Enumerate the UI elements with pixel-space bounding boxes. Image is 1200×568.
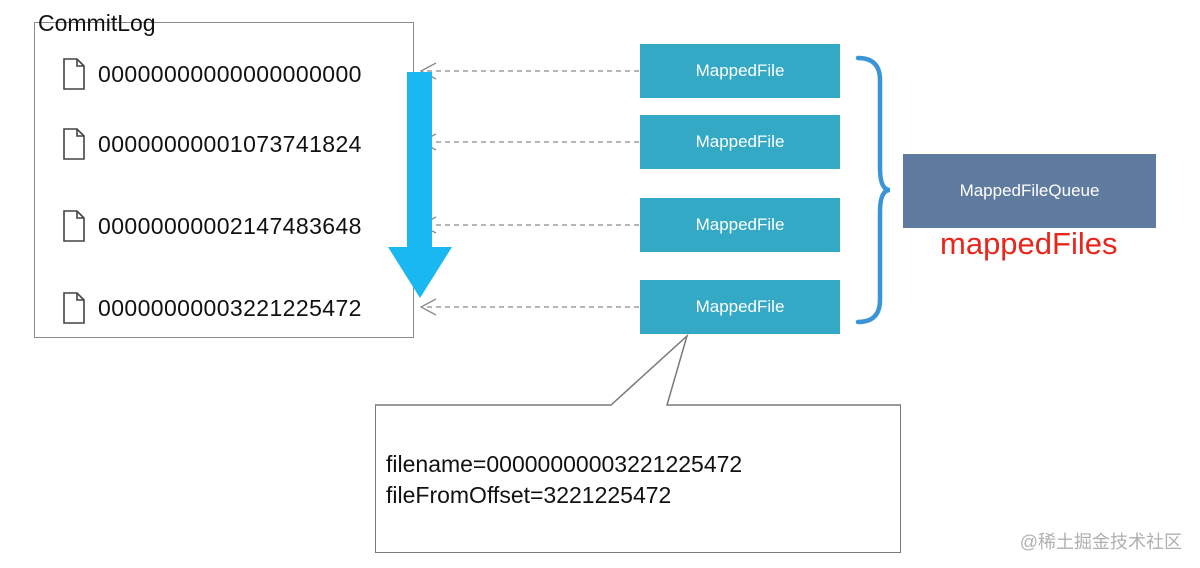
mapped-file-box: MappedFile: [640, 198, 840, 252]
mapped-file-box: MappedFile: [640, 44, 840, 98]
mapped-files-field-label: mappedFiles: [940, 226, 1118, 261]
commitlog-file-name: 00000000003221225472: [98, 294, 362, 321]
callout-file-from-offset: fileFromOffset=3221225472: [386, 482, 672, 508]
mapped-file-box: MappedFile: [640, 115, 840, 169]
file-icon: [63, 128, 85, 160]
callout-filename: filename=00000000003221225472: [386, 451, 743, 477]
callout-box: [375, 405, 901, 553]
dashed-pointer-arrows: [419, 62, 639, 316]
watermark: @稀土掘金技术社区: [1019, 532, 1182, 552]
curly-brace-icon: [855, 55, 891, 325]
mapped-file-box: MappedFile: [640, 280, 840, 334]
commitlog-title: CommitLog: [38, 10, 156, 36]
commitlog-file-name: 00000000001073741824: [98, 130, 362, 157]
file-icon: [63, 292, 85, 324]
commitlog-file-row: 00000000000000000000: [62, 56, 362, 92]
commitlog-file-row: 00000000002147483648: [62, 208, 362, 244]
commitlog-file-name: 00000000000000000000: [98, 60, 362, 87]
commitlog-file-name: 00000000002147483648: [98, 212, 362, 239]
file-icon: [63, 58, 85, 90]
callout-pointer: [375, 333, 901, 406]
big-down-arrow-icon: [388, 72, 452, 298]
file-icon: [63, 210, 85, 242]
mapped-file-queue-box: MappedFileQueue: [903, 154, 1156, 228]
commitlog-file-row: 00000000001073741824: [62, 126, 362, 162]
commitlog-file-row: 00000000003221225472: [62, 290, 362, 326]
arrowhead-icon: [419, 298, 437, 316]
